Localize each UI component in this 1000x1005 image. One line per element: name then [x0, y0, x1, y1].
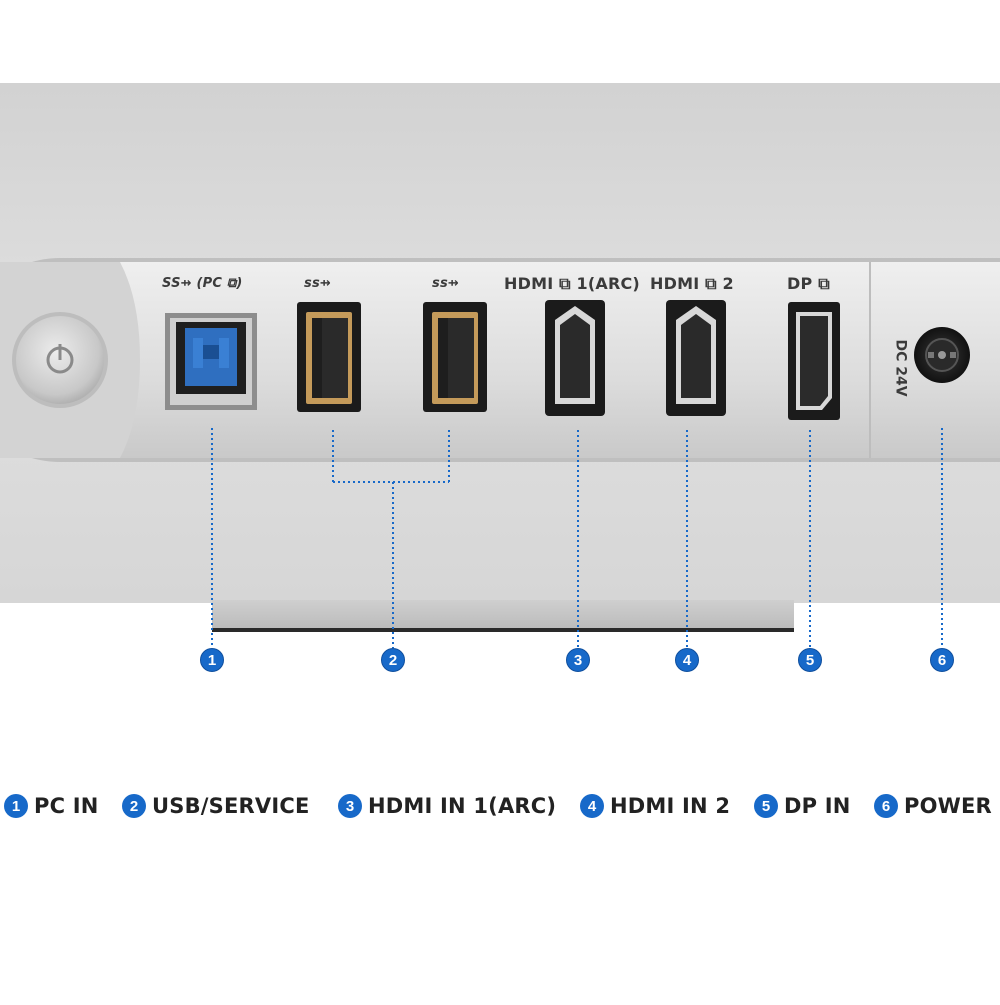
hdmi2-suffix: 2 — [722, 274, 734, 293]
legend-item: 1 PC IN — [4, 788, 99, 824]
callout-2: 2 — [381, 648, 405, 672]
hdmi1-suffix: 1(ARC) — [576, 274, 640, 293]
legend-label: USB/SERVICE — [152, 794, 310, 818]
displayport-icon — [788, 302, 840, 420]
callout-1: 1 — [200, 648, 224, 672]
hdmi1-label: HDMI ⧉ 1(ARC) — [504, 274, 640, 294]
usb-a2-label: ss⇸ — [432, 276, 459, 291]
legend-item: 5 DP IN — [754, 788, 851, 824]
callout-3: 3 — [566, 648, 590, 672]
legend-number: 4 — [580, 794, 604, 818]
hdmi-port-icon — [545, 300, 605, 416]
usb-a-port-icon — [297, 302, 361, 412]
legend-number: 3 — [338, 794, 362, 818]
legend-label: DP IN — [784, 794, 851, 818]
stand-neck — [212, 600, 794, 632]
superspeed-text: ss — [304, 276, 320, 291]
external-icon: ⧉ — [226, 276, 237, 291]
legend-number: 6 — [874, 794, 898, 818]
hdmi1-text: HDMI — [504, 274, 554, 293]
external-icon: ⧉ — [705, 274, 717, 293]
legend-item: 3 HDMI IN 1(ARC) — [338, 788, 556, 824]
io-panel — [0, 262, 1000, 458]
usb-a-port-icon — [423, 302, 487, 412]
dc-power-jack-icon — [914, 327, 970, 383]
legend-label: PC IN — [34, 794, 99, 818]
hdmi2-label: HDMI ⧉ 2 — [650, 274, 734, 294]
external-icon: ⧉ — [559, 274, 571, 293]
legend-item: 6 POWER — [874, 788, 992, 824]
superspeed-text: ss — [432, 276, 448, 291]
usb-b-port-icon — [165, 313, 257, 410]
legend-number: 2 — [122, 794, 146, 818]
superspeed-logo: SS⇸ — [162, 276, 192, 291]
power-button-icon — [12, 312, 108, 408]
callout-4: 4 — [675, 648, 699, 672]
stand-shadow — [212, 628, 794, 632]
legend-label: HDMI IN 1(ARC) — [368, 794, 557, 818]
dp-label: DP ⧉ — [787, 274, 830, 294]
legend-label: HDMI IN 2 — [610, 794, 731, 818]
usb-b-label: SS⇸ (PC ⧉) — [162, 276, 243, 291]
callout-5: 5 — [798, 648, 822, 672]
legend-item: 2 USB/SERVICE — [122, 788, 310, 824]
callout-leader-lines — [211, 428, 943, 648]
dc-label: DC 24V — [892, 339, 909, 397]
legend-number: 1 — [4, 794, 28, 818]
usb-a1-label: ss⇸ — [304, 276, 331, 291]
pc-label-text: (PC — [196, 276, 223, 291]
legend-label: POWER — [904, 794, 992, 818]
port-legend: 1 PC IN 2 USB/SERVICE 3 HDMI IN 1(ARC) 4… — [0, 788, 1000, 824]
hdmi2-text: HDMI — [650, 274, 700, 293]
legend-item: 4 HDMI IN 2 — [580, 788, 730, 824]
hdmi-port-icon — [666, 300, 726, 416]
external-icon: ⧉ — [818, 274, 830, 293]
dp-text: DP — [787, 274, 813, 293]
legend-number: 5 — [754, 794, 778, 818]
callout-6: 6 — [930, 648, 954, 672]
